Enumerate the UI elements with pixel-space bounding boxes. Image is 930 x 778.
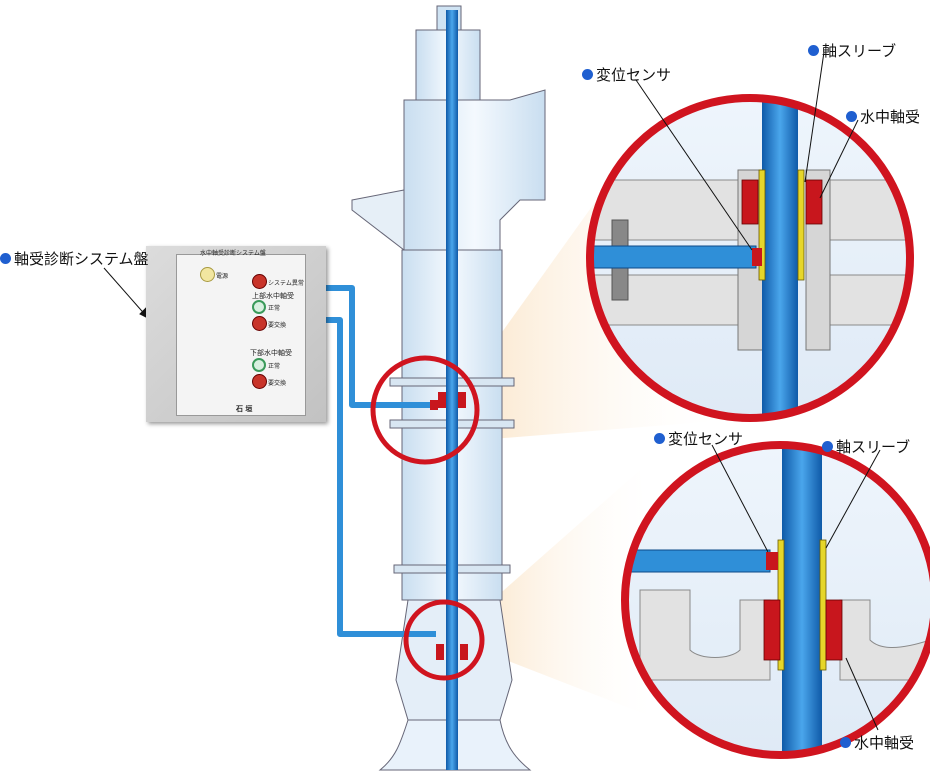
upper-bearing-title: 上部水中軸受 xyxy=(252,292,294,300)
power-label: 電源 xyxy=(216,273,229,280)
bullet-icon xyxy=(840,737,851,748)
system-fault-lamp xyxy=(252,274,267,289)
upper-replace-lamp xyxy=(252,316,267,331)
callout-panel-text: 軸受診断システム盤 xyxy=(14,250,149,268)
callout-upper-sleeve: 軸スリーブ xyxy=(808,40,896,61)
upper-normal-lamp xyxy=(252,300,266,314)
signal-cable xyxy=(326,285,438,637)
callout-upper-sleeve-text: 軸スリーブ xyxy=(822,42,897,60)
lower-normal-lamp xyxy=(252,358,266,372)
callout-lower-sensor: 変位センサ xyxy=(654,428,743,449)
upper-highlight-circle xyxy=(370,355,480,465)
bullet-icon xyxy=(582,69,593,80)
callout-lower-sensor-text: 変位センサ xyxy=(668,430,744,448)
lower-replace-lamp xyxy=(252,374,267,389)
lower-bearing-title: 下部水中軸受 xyxy=(250,349,292,357)
bullet-icon xyxy=(0,253,11,264)
bullet-icon xyxy=(654,433,665,444)
bullet-icon xyxy=(846,111,857,122)
lower-normal-label: 正常 xyxy=(268,363,281,370)
upper-normal-label: 正常 xyxy=(268,305,281,312)
lower-zoom-view xyxy=(621,441,930,759)
callout-lower-bearing: 水中軸受 xyxy=(840,732,914,753)
callout-panel: 軸受診断システム盤 xyxy=(0,248,149,269)
callout-lower-sleeve: 軸スリーブ xyxy=(822,436,910,457)
system-fault-label: システム異常 xyxy=(268,280,304,287)
upper-sensor-marker xyxy=(430,400,438,410)
panel-top-label: 水中軸受診断システム盤 xyxy=(200,250,266,257)
bullet-icon xyxy=(822,441,833,452)
callout-upper-sensor-text: 変位センサ xyxy=(596,66,672,84)
panel-face xyxy=(176,254,306,416)
callout-upper-bearing-text: 水中軸受 xyxy=(860,108,921,126)
lower-replace-label: 要交換 xyxy=(268,380,287,387)
bullet-icon xyxy=(808,45,819,56)
power-lamp xyxy=(200,267,215,282)
lower-highlight-circle xyxy=(403,599,485,681)
callout-lower-sleeve-text: 軸スリーブ xyxy=(836,438,911,456)
leader-lines xyxy=(103,51,881,731)
upper-replace-label: 要交換 xyxy=(268,322,287,329)
callout-upper-sensor: 変位センサ xyxy=(582,64,671,85)
callout-lower-bearing-text: 水中軸受 xyxy=(854,734,915,752)
panel-maker-label: 石 垣 xyxy=(236,405,253,413)
pump-body xyxy=(351,5,546,771)
callout-upper-bearing: 水中軸受 xyxy=(846,106,920,127)
zoom-beam-lower xyxy=(470,470,660,720)
